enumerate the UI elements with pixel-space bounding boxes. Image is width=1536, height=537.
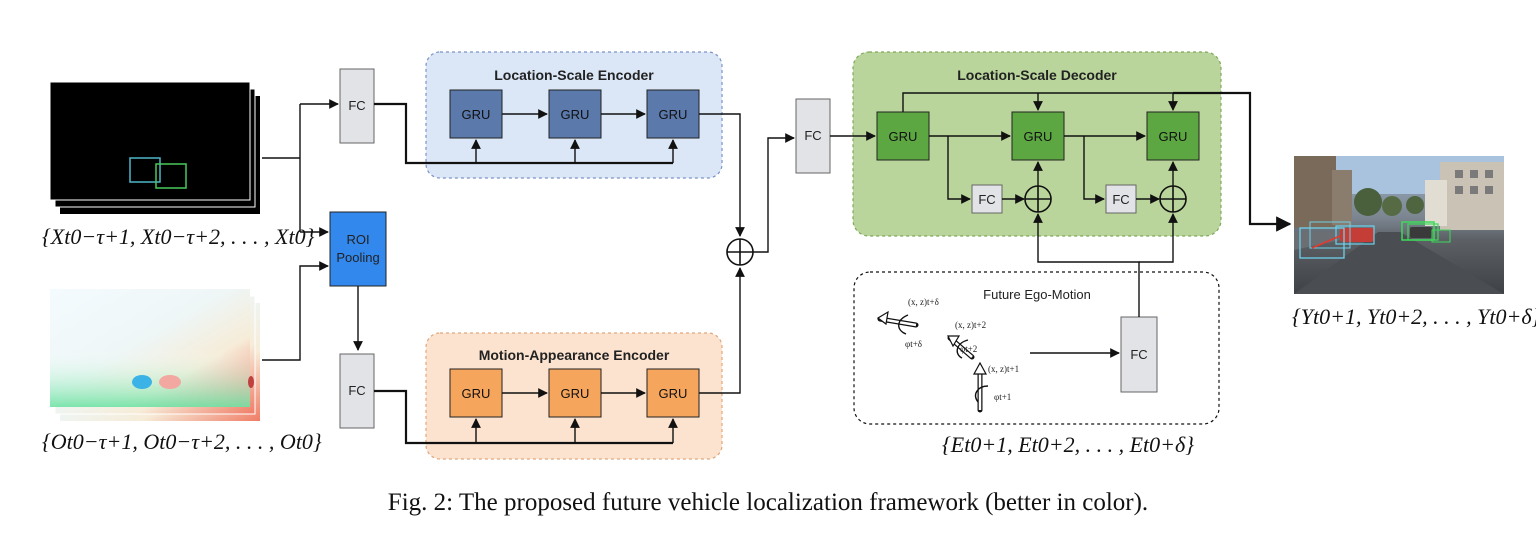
ego-label-xz-1: (x, z)t+1 [988,364,1019,374]
svg-text:GRU: GRU [462,386,491,401]
dec-fc-1 [971,184,1003,214]
flow-blob-cyan [132,375,152,389]
svg-text:GRU: GRU [462,107,491,122]
ego-arrow-t-delta [876,310,919,335]
svg-text:FC: FC [1112,192,1129,207]
ego-label-phi-delta: φt+δ [905,339,922,349]
figure-caption: Fig. 2: The proposed future vehicle loca… [388,489,1148,516]
svg-text:GRU: GRU [561,386,590,401]
ego-label-xz-delta: (x, z)t+δ [908,297,939,307]
dec-gru-3 [1146,111,1200,161]
ma-gru-1 [449,368,503,418]
dec-fc-2 [1105,184,1137,214]
location-scale-decoder: Location-Scale Decoder GRU GRU GRU FC FC [852,51,1222,237]
past-bbox-green [155,163,187,189]
location-scale-encoder: Location-Scale Encoder GRU GRU GRU [425,51,723,179]
flow-sequence-label: {Ot0−τ+1, Ot0−τ+2, . . . , Ot0} [42,429,322,454]
past-bbox-cyan [129,157,161,183]
ls-gru-2 [548,89,602,139]
bbox-frame-stack [49,81,260,214]
ego-sequence-label: {Et0+1, Et0+2, . . . , Et0+δ} [942,432,1194,457]
ls-gru-3 [646,89,700,139]
svg-text:FC: FC [1130,347,1147,362]
ego-label-phi-2: φt+2 [960,344,977,354]
ego-motion-title: Future Ego-Motion [983,287,1091,302]
svg-text:GRU: GRU [889,129,918,144]
bbox-sequence-label: {Xt0−τ+1, Xt0−τ+2, . . . , Xt0} [42,224,315,249]
fc-label: FC [348,98,365,113]
fc-box-bbox [339,68,375,144]
flow-blob-pink [159,375,181,389]
future-ego-motion: Future Ego-Motion FC (x, z)t+δ φt+δ (x, … [853,271,1220,425]
ego-arrow-t-1 [972,361,989,413]
output-sequence-label: {Yt0+1, Yt0+2, . . . , Yt0+δ} [1292,304,1536,329]
flow-blob-red [248,376,254,388]
svg-text:FC: FC [978,192,995,207]
svg-text:GRU: GRU [1024,129,1053,144]
ego-label-phi-1: φt+1 [994,392,1011,402]
fc-box-hidden [795,98,831,174]
ma-encoder-title: Motion-Appearance Encoder [479,347,670,363]
svg-text:GRU: GRU [1159,129,1188,144]
ego-label-xz-2: (x, z)t+2 [955,320,986,330]
svg-text:GRU: GRU [561,107,590,122]
optical-flow-frame-stack [50,289,260,421]
ls-gru-1 [449,89,503,139]
roi-pooling-box [329,211,387,287]
encoder-sum-node [726,238,754,266]
dec-gru-2 [1011,111,1065,161]
roi-label-line2: Pooling [336,250,379,265]
ego-arrow-t-2 [947,335,975,360]
motion-appearance-encoder: Motion-Appearance Encoder GRU GRU GRU [425,332,723,460]
fc-label: FC [348,383,365,398]
dec-gru-1 [876,111,930,161]
decoder-title: Location-Scale Decoder [957,67,1117,83]
svg-text:GRU: GRU [659,107,688,122]
ls-encoder-title: Location-Scale Encoder [494,67,654,83]
roi-label-line1: ROI [346,232,369,247]
fc-label: FC [804,128,821,143]
svg-text:GRU: GRU [659,386,688,401]
ma-gru-2 [548,368,602,418]
ego-fc-box [1120,316,1158,393]
output-street-image [1294,156,1504,294]
